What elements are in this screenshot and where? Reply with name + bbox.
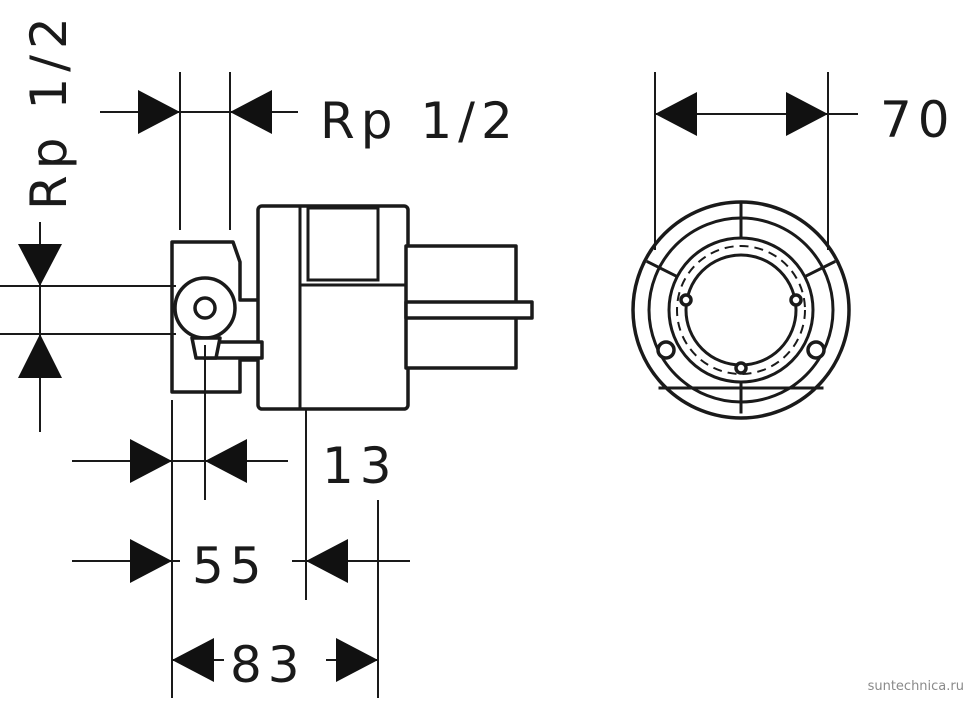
dim-55: 55 bbox=[72, 410, 410, 600]
arrow bbox=[205, 439, 247, 483]
notch-right bbox=[789, 293, 803, 307]
inlet-bore bbox=[193, 296, 217, 320]
dim-label-rp-horizontal: Rp 1/2 bbox=[320, 92, 519, 150]
dim-label-rp-vertical: Rp 1/2 bbox=[20, 11, 78, 210]
bolt-left bbox=[656, 340, 676, 360]
front-view bbox=[631, 200, 851, 420]
arrow bbox=[18, 244, 62, 286]
watermark: suntechnica.ru bbox=[867, 679, 964, 694]
arrow bbox=[230, 90, 272, 134]
spindle bbox=[404, 300, 534, 320]
side-view bbox=[170, 204, 534, 411]
notch-bottom bbox=[734, 361, 748, 375]
arrow bbox=[655, 92, 697, 136]
dim-label-55: 55 bbox=[192, 537, 268, 595]
arrow bbox=[138, 90, 180, 134]
arrow bbox=[130, 439, 172, 483]
arrow bbox=[172, 638, 214, 682]
dim-label-70: 70 bbox=[880, 91, 956, 149]
dim-83: 83 bbox=[172, 500, 379, 698]
bolt-right bbox=[806, 340, 826, 360]
dim-rp-vertical: Rp 1/2 bbox=[0, 11, 176, 432]
housing-window bbox=[306, 206, 380, 282]
main-housing bbox=[256, 204, 410, 411]
arrow bbox=[306, 539, 348, 583]
dim-label-13: 13 bbox=[322, 437, 398, 495]
dim-13: 13 bbox=[72, 345, 398, 698]
arrow bbox=[130, 539, 172, 583]
dim-rp-horizontal: Rp 1/2 bbox=[100, 72, 519, 230]
dashed-bore bbox=[676, 245, 806, 375]
arrow bbox=[18, 334, 62, 378]
notch-left bbox=[679, 293, 693, 307]
arrow bbox=[336, 638, 378, 682]
dim-label-83: 83 bbox=[230, 636, 306, 694]
arrow bbox=[786, 92, 828, 136]
dim-70: 70 bbox=[654, 72, 956, 250]
